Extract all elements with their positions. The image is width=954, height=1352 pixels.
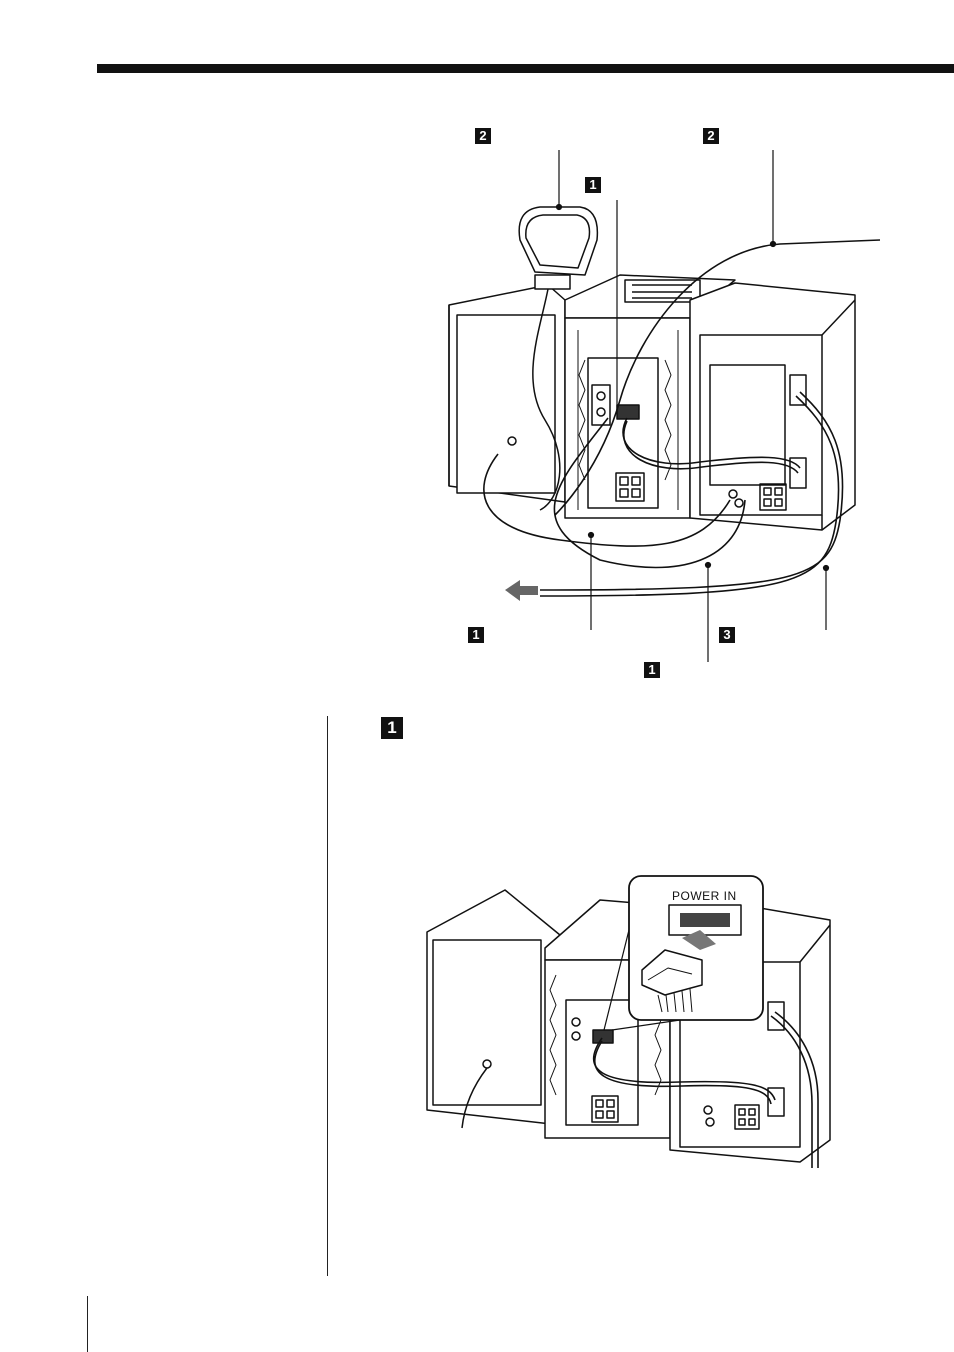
footer-divider xyxy=(87,1296,88,1352)
left-speaker xyxy=(449,285,565,502)
right-speaker xyxy=(690,283,855,530)
direction-arrow xyxy=(505,580,538,601)
power-in-label: POWER IN xyxy=(672,889,737,903)
step-1-marker: 1 xyxy=(381,717,403,739)
detail-left-speaker xyxy=(427,890,560,1125)
system-connection-illustration xyxy=(0,0,954,700)
column-divider xyxy=(327,716,328,1276)
